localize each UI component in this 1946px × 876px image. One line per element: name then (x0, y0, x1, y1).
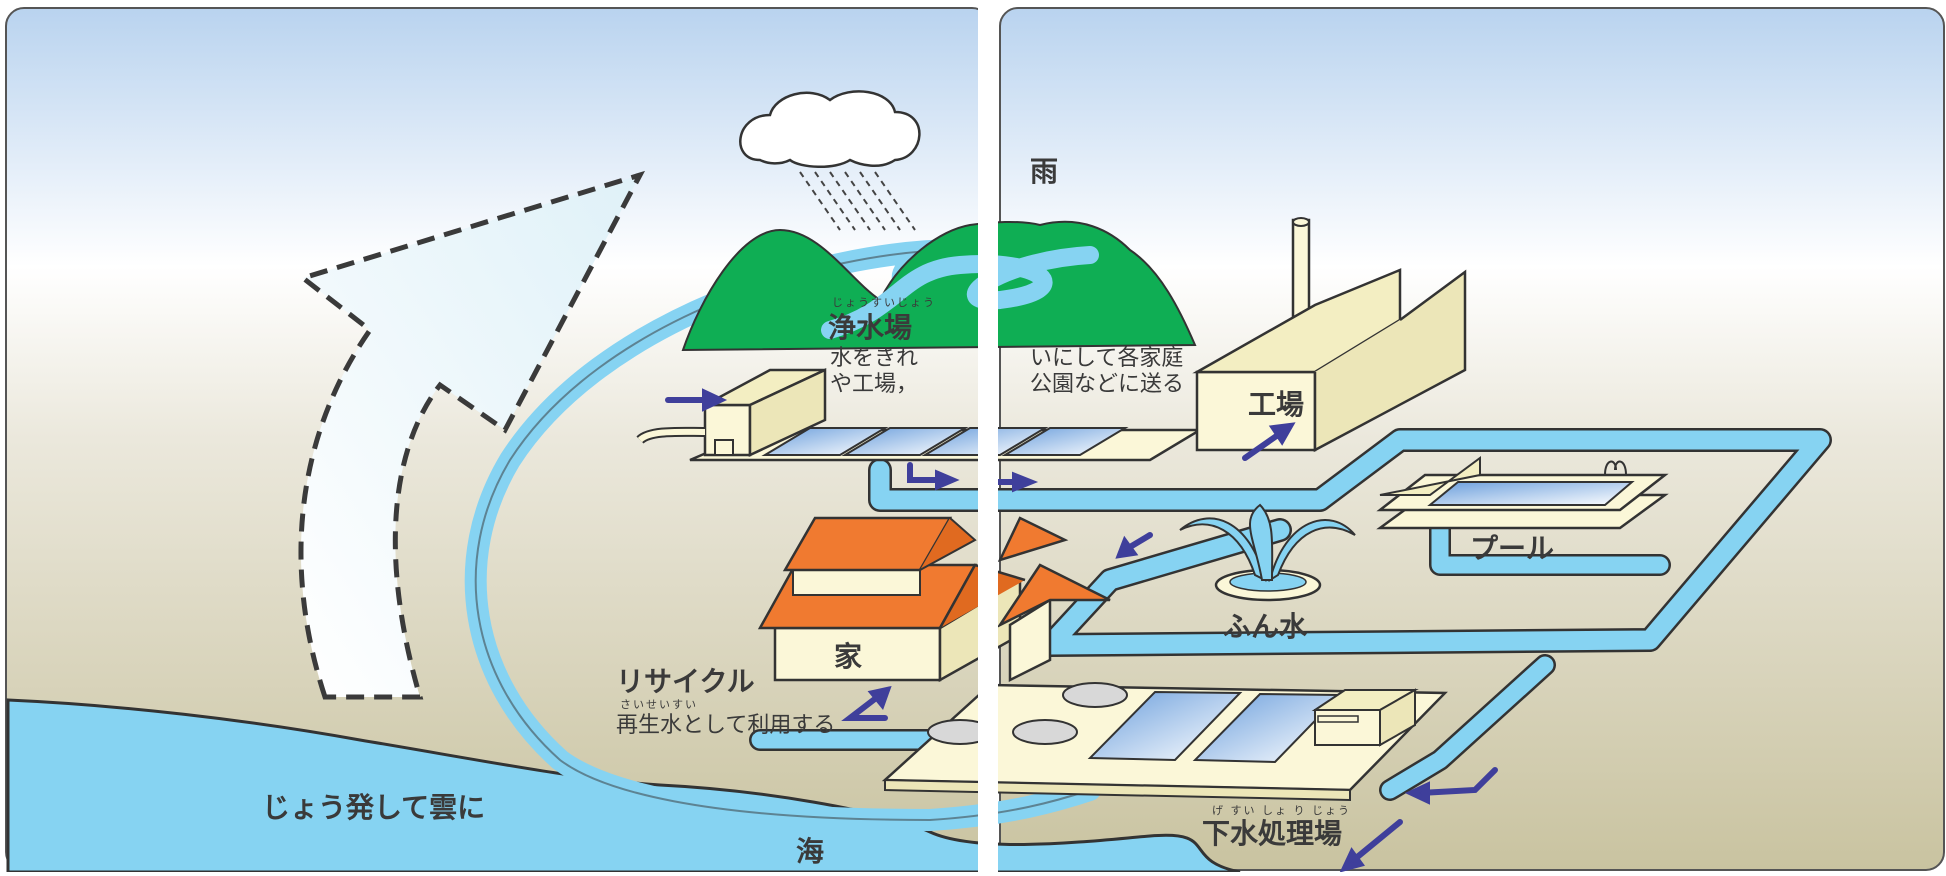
purification-desc-line1-left: 水をきれ (830, 346, 919, 371)
purification-desc-line2-right: 公園などに送る (1030, 372, 1185, 397)
purification-plant-label: 浄水場 (828, 311, 913, 344)
evaporation-arrow (297, 170, 646, 700)
factory-label: 工場 (1248, 388, 1305, 421)
rain-lines (799, 171, 916, 231)
rain-label: 雨 (1030, 155, 1059, 188)
mountains (681, 220, 1197, 352)
pool-label: プール (1470, 532, 1555, 565)
recycle-label: リサイクル (616, 665, 755, 698)
evaporation-label: じょう発して雲に (262, 791, 486, 824)
sewage-plant (881, 682, 1448, 802)
purification-plant (636, 368, 1205, 462)
center-divider (978, 0, 998, 872)
flow-arrows (665, 388, 1498, 873)
sewage-plant-label: 下水処理場 (1202, 817, 1343, 850)
recycle-desc: 再生水として利用する (616, 713, 836, 738)
houses (757, 516, 1111, 683)
pool (1376, 456, 1669, 530)
purification-desc-line1-right: いにして各家庭 (1030, 346, 1184, 371)
purification-plant-ruby: じょうすいじょう (832, 296, 936, 309)
fountain (1179, 503, 1356, 602)
recycle-desc-ruby: さいせいすい (620, 698, 698, 711)
house-label: 家 (834, 640, 863, 673)
fountain-label: ふん水 (1223, 610, 1308, 643)
sea-label: 海 (796, 835, 825, 868)
sewage-plant-ruby: げ すい しょ り じょう (1212, 804, 1351, 817)
cloud (739, 90, 921, 168)
purification-desc-line2-left: や工場， (830, 372, 919, 397)
